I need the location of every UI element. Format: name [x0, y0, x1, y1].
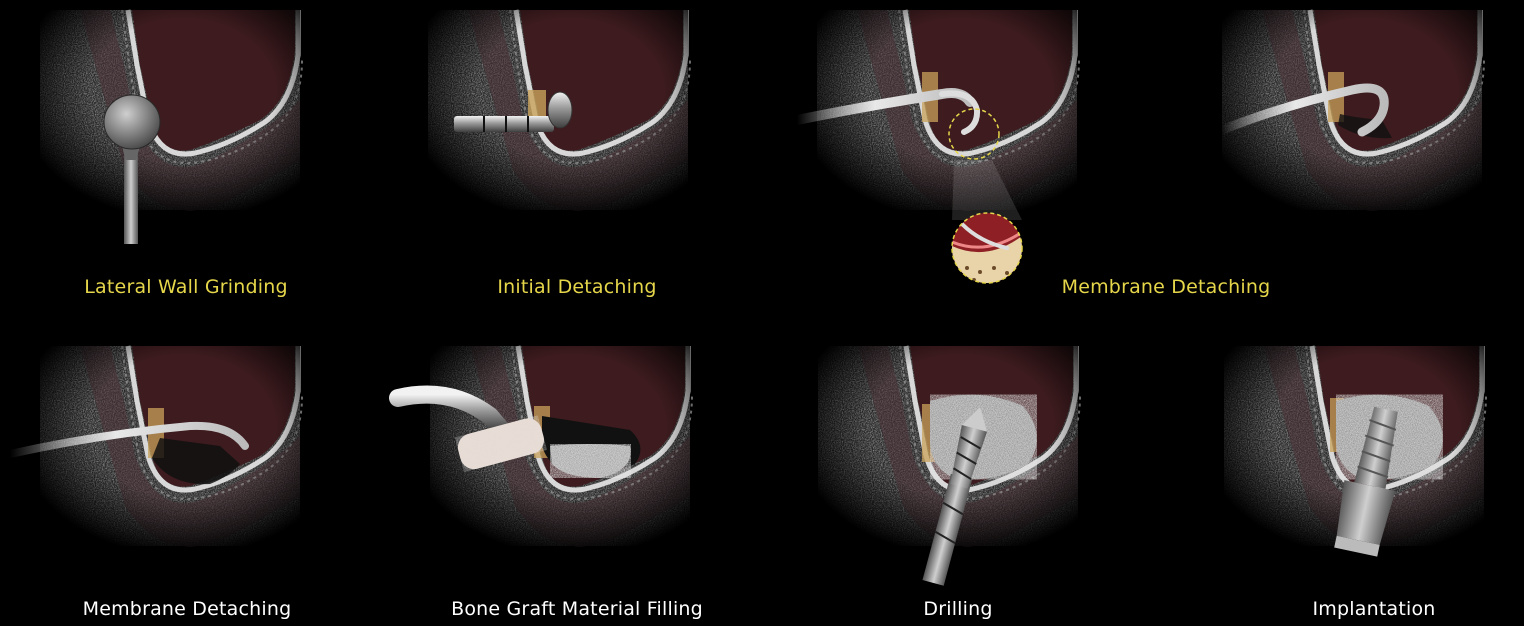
- step-caption: Initial Detaching: [497, 276, 656, 298]
- step-caption: Implantation: [1312, 598, 1435, 620]
- step-caption: Membrane Detaching: [83, 598, 292, 620]
- step-panel-drilling: Drilling: [818, 346, 1078, 586]
- sinus-illustration: [40, 346, 300, 586]
- step-caption: Membrane Detaching: [1062, 276, 1271, 298]
- step-panel-lateral-wall-grinding: Lateral Wall Grinding: [40, 10, 300, 250]
- step-panel-implantation: Implantation: [1224, 346, 1484, 586]
- sinus-illustration: [40, 10, 300, 250]
- step-caption: Drilling: [923, 598, 992, 620]
- sinus-illustration: [812, 10, 1077, 290]
- sinus-illustration: [1224, 346, 1484, 586]
- step-panel-membrane-detaching-2: [1222, 10, 1482, 250]
- step-caption: Lateral Wall Grinding: [84, 276, 287, 298]
- step-caption: Bone Graft Material Filling: [451, 598, 703, 620]
- sinus-illustration: [1222, 10, 1482, 250]
- sinus-illustration: [818, 346, 1078, 586]
- step-panel-membrane-detaching-3: Membrane Detaching: [40, 346, 300, 586]
- sinus-illustration: [428, 10, 688, 250]
- step-panel-initial-detaching: Initial Detaching: [428, 10, 688, 250]
- step-panel-membrane-detaching-1: [812, 10, 1077, 290]
- zoom-inset: [952, 210, 1022, 286]
- sinus-illustration: [430, 346, 690, 586]
- step-panel-bone-graft-filling: Bone Graft Material Filling: [430, 346, 690, 586]
